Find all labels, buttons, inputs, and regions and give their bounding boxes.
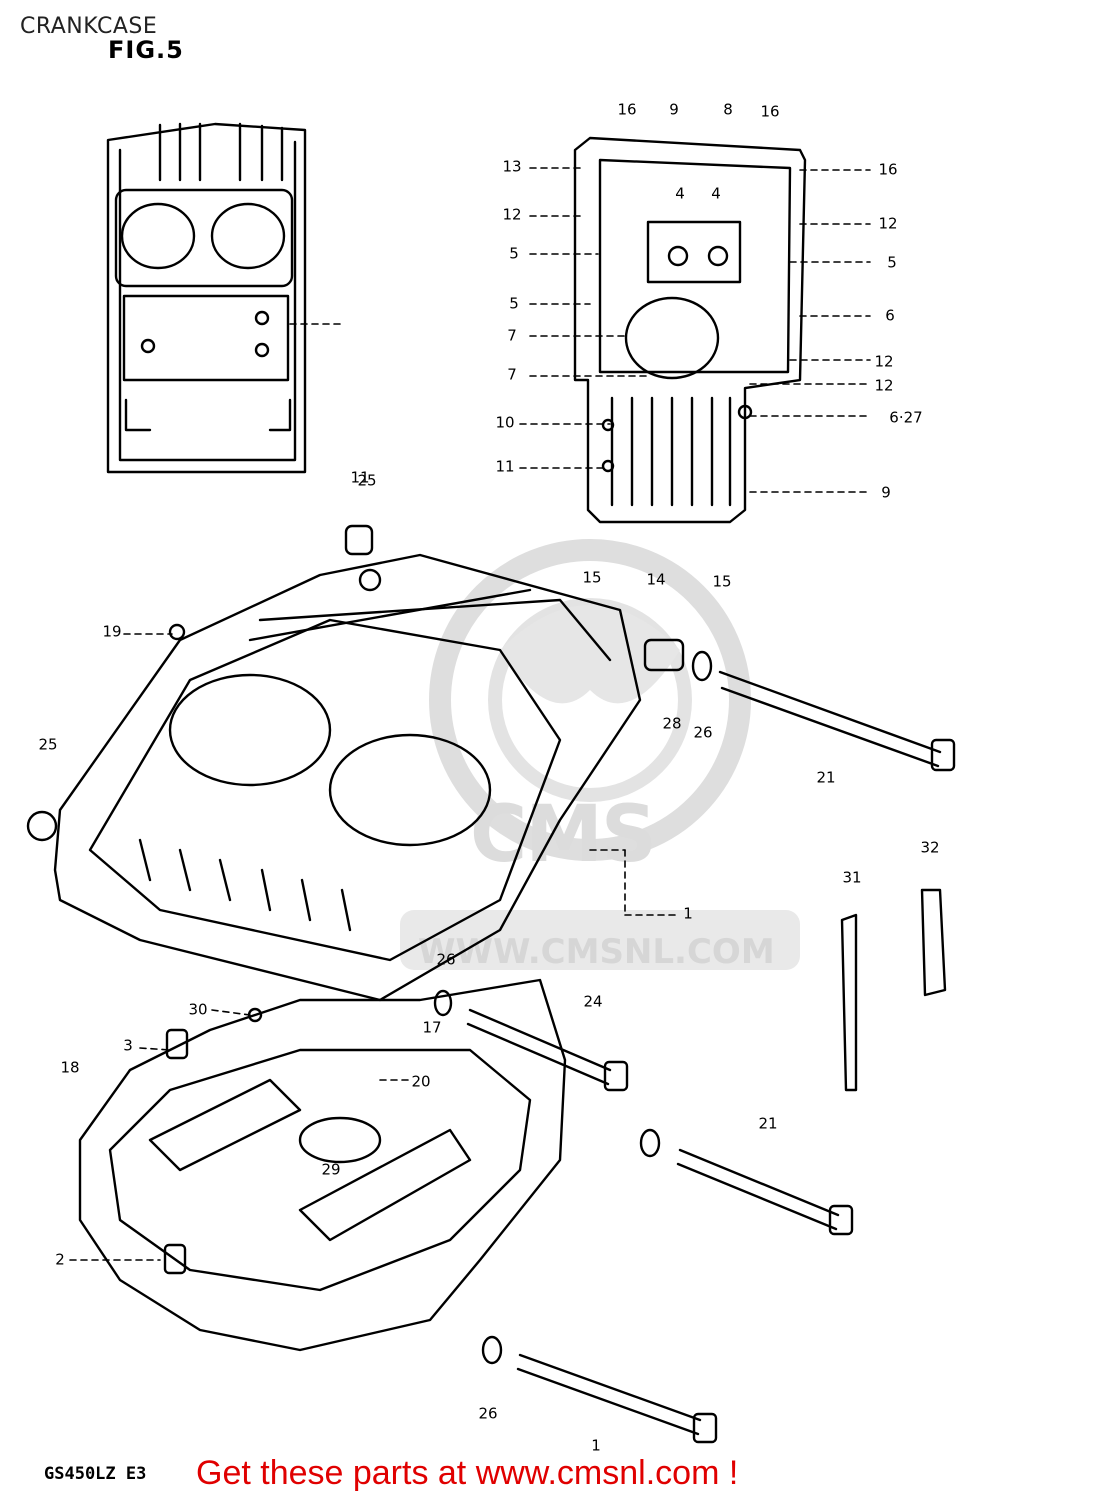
lower-crankcase <box>78 978 567 1352</box>
callout-label: 7 <box>507 365 517 384</box>
lower-case-bottom-view <box>573 136 807 524</box>
callout-label: 16 <box>760 102 780 121</box>
callout-label: 30 <box>188 1000 208 1019</box>
callout-label: 12 <box>502 205 522 224</box>
callout-label: 12 <box>878 214 898 233</box>
callout-label: 2 <box>55 1250 65 1269</box>
callout-label: 31 <box>842 868 862 887</box>
callout-label: 15 <box>582 568 602 587</box>
callout-label: 7 <box>507 326 517 345</box>
callout-label: 14 <box>646 570 666 589</box>
promo-link[interactable]: Get these parts at www.cmsnl.com ! <box>196 1454 739 1492</box>
callout-label: 24 <box>583 992 603 1011</box>
callout-label: 16 <box>878 160 898 179</box>
callout-label: 17 <box>422 1018 442 1037</box>
callout-label: 5 <box>509 294 519 313</box>
callout-label: 28 <box>662 714 682 733</box>
callout-label: 11 <box>350 468 370 487</box>
bolts <box>26 524 956 1444</box>
callout-label: 26 <box>693 723 713 742</box>
callout-label: 32 <box>920 838 940 857</box>
model-code: GS450LZ E3 <box>44 1464 147 1484</box>
callout-label: 5 <box>509 244 519 263</box>
diagram-title: CRANKCASE <box>20 14 158 39</box>
watermark-url: WWW.CMSNL.COM <box>418 932 775 972</box>
callout-label: 11 <box>495 457 515 476</box>
callout-label: 21 <box>758 1114 778 1133</box>
callout-label: 12 <box>874 376 894 395</box>
callout-label: 29 <box>321 1160 341 1179</box>
callout-label: 18 <box>60 1058 80 1077</box>
callout-label: 4 <box>711 184 721 203</box>
leader-lines <box>69 167 871 1261</box>
callout-label: 3 <box>123 1036 133 1055</box>
callout-label: 13 <box>502 157 522 176</box>
callout-label: 1 <box>591 1436 601 1455</box>
callout-label: 4 <box>675 184 685 203</box>
callout-label: 20 <box>411 1072 431 1091</box>
callout-label: 21 <box>816 768 836 787</box>
callout-label: 25 <box>38 735 58 754</box>
upper-crankcase <box>53 553 642 1002</box>
callout-label: 1 <box>683 904 693 923</box>
callout-label: 12 <box>874 352 894 371</box>
callout-label: 16 <box>617 100 637 119</box>
figure-number: FIG.5 <box>108 36 184 64</box>
callout-label: 5 <box>887 253 897 272</box>
callout-label: 9 <box>669 100 679 119</box>
callout-label: 19 <box>102 622 122 641</box>
callout-label: 10 <box>495 413 515 432</box>
callout-label: 25 <box>357 471 377 490</box>
watermark-brand: CMS <box>470 790 657 880</box>
callout-label: 26 <box>436 950 456 969</box>
callout-label: 6·27 <box>889 408 923 427</box>
callout-label: 26 <box>478 1404 498 1423</box>
callout-label: 8 <box>723 100 733 119</box>
callout-label: 9 <box>881 483 891 502</box>
callout-label: 6 <box>885 306 895 325</box>
callout-label: 15 <box>712 572 732 591</box>
upper-case-top-view <box>106 122 307 474</box>
